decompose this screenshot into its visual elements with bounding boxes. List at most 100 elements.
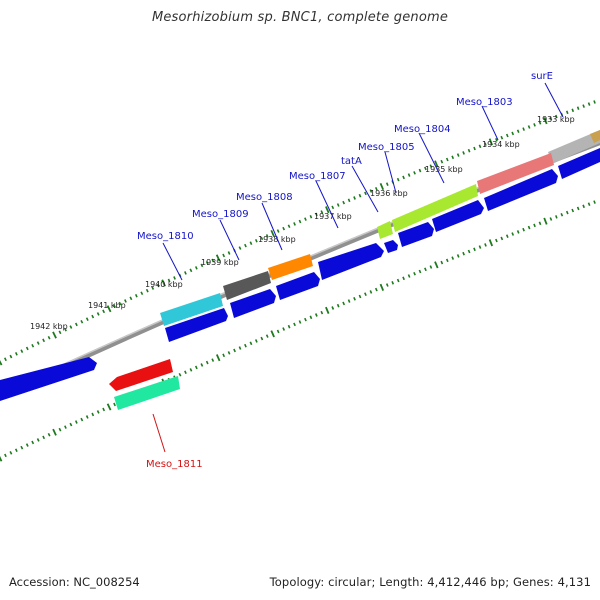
minor-tick — [320, 210, 324, 214]
major-tick — [106, 305, 112, 313]
minor-tick — [320, 310, 324, 315]
minor-tick — [456, 254, 460, 258]
leader-Meso_1807 — [315, 180, 339, 229]
minor-tick — [3, 357, 7, 362]
gene-label-Meso_1811[interactable]: Meso_1811 — [146, 459, 203, 470]
minor-tick — [336, 203, 340, 207]
genes-label: Genes: — [512, 575, 554, 589]
minor-tick — [511, 131, 515, 136]
minor-tick — [478, 245, 482, 249]
minor-tick — [244, 343, 247, 348]
gene-feature-Meso_1810[interactable] — [160, 293, 223, 326]
minor-tick — [560, 212, 564, 217]
gene-label-Meso_1808[interactable]: Meso_1808 — [236, 192, 293, 203]
minor-tick — [260, 236, 264, 241]
cds-arrow[interactable] — [0, 357, 97, 401]
minor-tick — [402, 276, 405, 281]
minor-tick — [369, 189, 373, 193]
gene-feature-tatA[interactable] — [377, 221, 393, 239]
gene-label-surE[interactable]: surE — [531, 71, 553, 82]
minor-tick — [565, 210, 569, 215]
minor-tick — [549, 116, 553, 121]
minor-tick — [396, 278, 400, 283]
minor-tick — [282, 327, 286, 331]
cds-arrow[interactable] — [558, 148, 600, 179]
minor-tick — [407, 173, 411, 177]
minor-tick — [516, 129, 520, 134]
gene-feature-Meso_1804[interactable] — [392, 184, 478, 232]
minor-tick — [353, 296, 356, 301]
minor-tick — [254, 339, 258, 343]
minor-tick — [113, 402, 116, 407]
cds-arrow[interactable] — [484, 169, 558, 211]
minor-tick — [467, 249, 471, 254]
gene-label-Meso_1809[interactable]: Meso_1809 — [192, 209, 249, 220]
cds-arrow[interactable] — [432, 200, 484, 232]
gene-label-tatA[interactable]: tatA — [341, 156, 362, 167]
minor-tick — [222, 353, 226, 358]
gene-feature-surE-end[interactable] — [590, 130, 600, 143]
minor-tick — [151, 286, 155, 290]
tick-label-1936: 1936 kbp — [370, 189, 408, 198]
cds-arrow[interactable] — [384, 240, 398, 253]
minor-tick — [527, 225, 531, 230]
cds-arrow[interactable] — [165, 308, 228, 342]
major-tick — [215, 254, 221, 262]
minor-tick — [69, 325, 73, 329]
minor-tick — [484, 243, 487, 247]
minor-tick — [227, 251, 231, 255]
gene-label-Meso_1804[interactable]: Meso_1804 — [394, 124, 451, 135]
gene-feature-surE[interactable] — [548, 130, 600, 164]
major-tick — [52, 428, 57, 436]
gene-feature-Meso_1803[interactable] — [477, 153, 554, 194]
minor-tick — [74, 322, 78, 327]
cds-arrow[interactable] — [398, 222, 434, 247]
gene-label-Meso_1805[interactable]: Meso_1805 — [358, 142, 415, 153]
minor-tick — [571, 208, 575, 213]
minor-tick — [167, 278, 171, 283]
minor-tick — [36, 438, 40, 442]
gene-feature-Meso_1807[interactable] — [268, 254, 313, 280]
cds-arrow[interactable] — [318, 243, 384, 280]
minor-tick — [358, 294, 362, 299]
minor-tick — [331, 306, 335, 310]
minor-tick — [64, 425, 67, 429]
minor-tick — [467, 148, 471, 153]
minor-tick — [249, 341, 253, 346]
gene-feature-Meso_1811[interactable] — [114, 376, 180, 410]
minor-tick — [364, 292, 367, 297]
minor-tick — [145, 288, 149, 293]
gene-label-Meso_1807[interactable]: Meso_1807 — [289, 171, 346, 182]
gene-feature-Meso_1809[interactable] — [223, 271, 271, 300]
cds-arrow[interactable] — [230, 289, 276, 318]
minor-tick — [74, 420, 78, 424]
minor-tick — [47, 432, 51, 437]
leader-Meso_1803 — [481, 105, 499, 141]
minor-tick — [85, 317, 89, 321]
cds-arrow-reverse[interactable] — [109, 359, 173, 391]
tick-label-1940: 1940 kbp — [145, 280, 183, 289]
minor-tick — [533, 223, 536, 228]
minor-tick — [222, 253, 226, 258]
gene-label-Meso_1810[interactable]: Meso_1810 — [137, 231, 194, 242]
topology-value: circular; — [328, 575, 376, 589]
minor-tick — [265, 334, 269, 338]
gene-labels: surE Meso_1803 Meso_1804 Meso_1805 tatA … — [137, 71, 553, 470]
minor-tick — [173, 276, 176, 280]
minor-tick — [582, 204, 585, 209]
minor-tick — [42, 338, 46, 343]
cds-track — [0, 148, 600, 401]
genome-stats: Topology: circular; Length: 4,412,446 bp… — [270, 575, 591, 589]
minor-tick — [342, 301, 346, 306]
minor-tick — [184, 271, 187, 275]
map-title: Mesorhizobium sp. BNC1, complete genome — [151, 10, 449, 25]
gene-label-Meso_1803[interactable]: Meso_1803 — [456, 97, 513, 108]
genes-value: 4,131 — [557, 575, 591, 589]
minor-tick — [14, 448, 18, 453]
colored-gene-track — [114, 130, 600, 410]
outer-tick-track — [0, 100, 596, 366]
cds-arrow[interactable] — [276, 272, 320, 300]
major-tick — [543, 117, 548, 125]
minor-tick — [287, 324, 291, 329]
